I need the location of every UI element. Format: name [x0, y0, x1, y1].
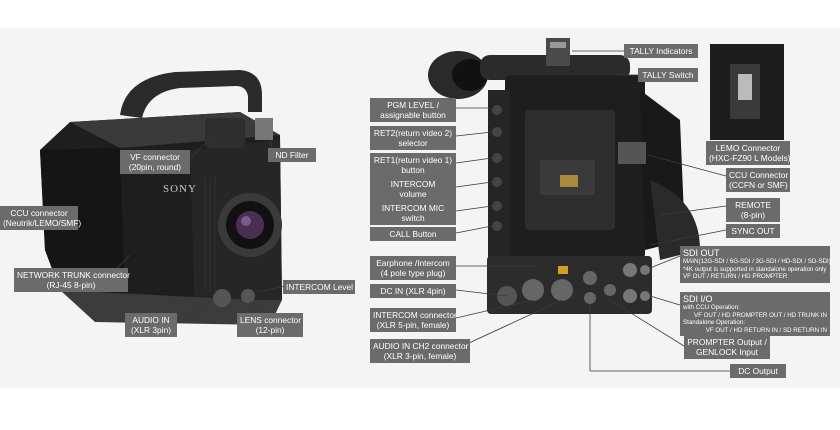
brand-logo: SONY — [163, 183, 197, 195]
camera-rear-view — [428, 38, 700, 314]
callout-lines-right — [455, 50, 730, 372]
label-tally-indicators: TALLY Indicators — [624, 44, 698, 58]
camera-front-view — [40, 70, 282, 325]
label-vf-connector: VF connector(20pin, round) — [120, 150, 190, 174]
label-intercom-level: INTERCOM Level — [283, 280, 355, 294]
label-intercom-connector: INTERCOM connector(XLR 5-pin, female) — [370, 308, 457, 332]
label-lens-connector: LENS connector(12-pin) — [237, 313, 303, 337]
label-earphone: Earphone /Intercom(4 pole type plug) — [370, 256, 456, 280]
label-dc-in: DC IN (XLR 4pin) — [370, 284, 456, 298]
label-remote: REMOTE(8-pin) — [726, 198, 780, 222]
label-dc-output: DC Output — [730, 364, 786, 378]
label-pgm-level: PGM LEVEL /assignable button — [370, 98, 456, 122]
label-sdi-io: SDI I/O with CCU Operation: VF OUT / HD … — [680, 292, 830, 336]
label-ret2: RET2(return video 2)selector — [370, 126, 456, 150]
label-ccu-connector-rear: CCU Connector(CCFN or SMF) — [726, 168, 790, 192]
label-sync-out: SYNC OUT — [726, 224, 780, 238]
label-ret1: RET1(return video 1)button — [370, 153, 456, 177]
label-audio-in-ch2: AUDIO IN CH2 connector(XLR 3-pin, female… — [370, 339, 470, 363]
label-nd-filter: ND Filter — [268, 148, 316, 162]
label-audio-in: AUDIO IN(XLR 3pin) — [125, 313, 177, 337]
label-lemo-connector: LEMO Connector(HXC-FZ90 L Models) — [706, 141, 791, 165]
label-network-trunk: NETWORK TRUNK connector(RJ-45 8-pin) — [14, 268, 130, 292]
label-ccu-connector: CCU connector(Neutrik/LEMO/SMF) — [0, 206, 81, 230]
label-call-button: CALL Button — [370, 227, 456, 241]
label-prompter: PROMPTER Output /GENLOCK Input — [684, 335, 770, 359]
label-tally-switch: TALLY Switch — [638, 68, 698, 82]
lemo-inset — [710, 44, 784, 140]
label-sdi-out: SDI OUT MAIN(12G-SDI / 6G-SDI / 3G-SDI /… — [680, 246, 831, 283]
